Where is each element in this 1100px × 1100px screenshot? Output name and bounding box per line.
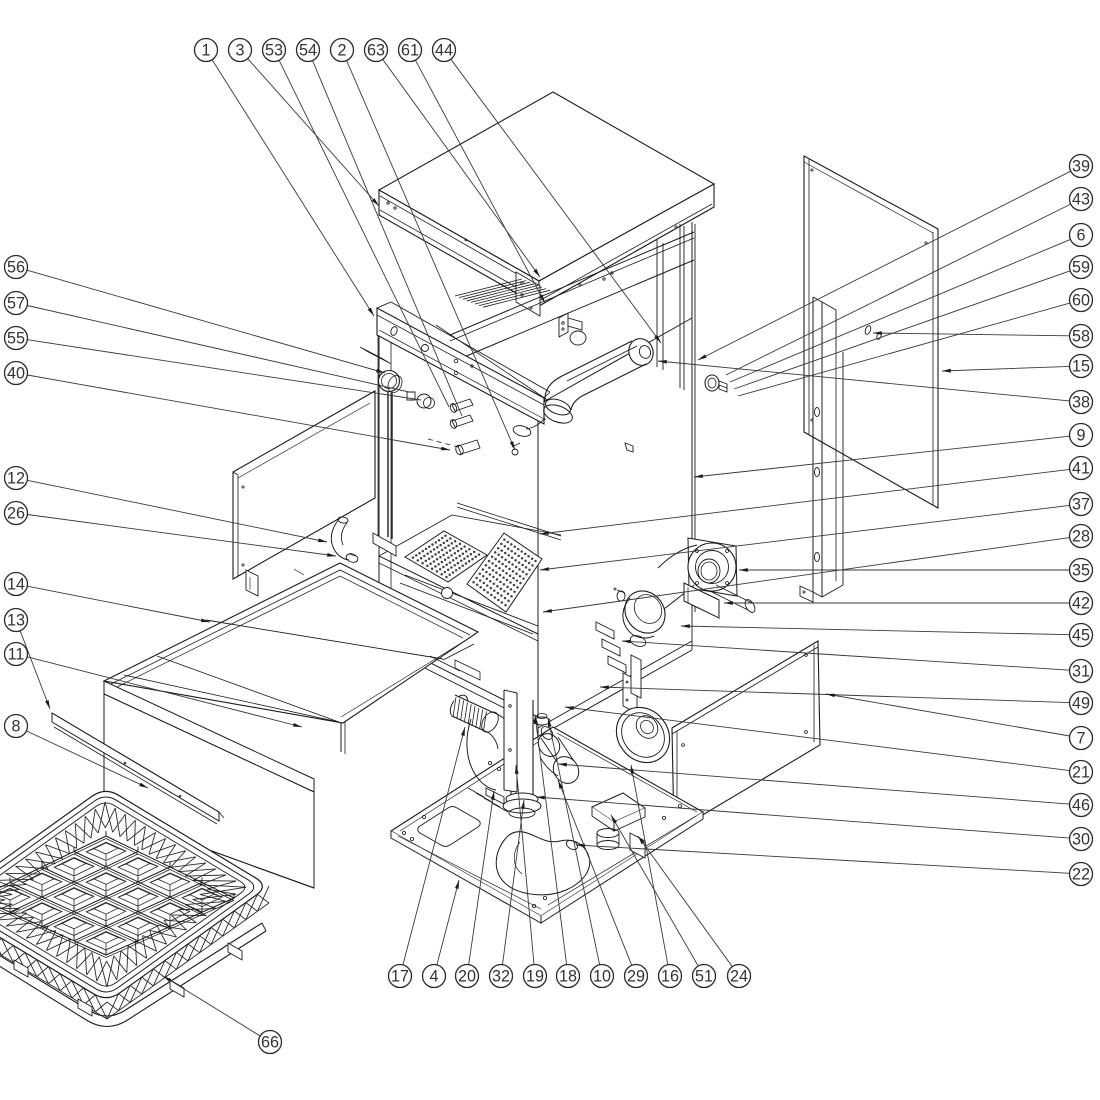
svg-text:3: 3 bbox=[235, 42, 244, 60]
svg-text:56: 56 bbox=[7, 259, 25, 277]
svg-text:46: 46 bbox=[1072, 797, 1090, 815]
svg-text:26: 26 bbox=[7, 505, 25, 523]
svg-text:43: 43 bbox=[1072, 191, 1090, 209]
svg-text:6: 6 bbox=[1076, 227, 1085, 245]
svg-text:9: 9 bbox=[1076, 427, 1085, 445]
svg-text:32: 32 bbox=[492, 968, 510, 986]
svg-text:21: 21 bbox=[1072, 764, 1090, 782]
svg-text:39: 39 bbox=[1072, 158, 1090, 176]
svg-text:59: 59 bbox=[1072, 259, 1090, 277]
svg-text:63: 63 bbox=[367, 42, 385, 60]
svg-text:54: 54 bbox=[299, 42, 317, 60]
svg-text:20: 20 bbox=[458, 968, 476, 986]
svg-text:14: 14 bbox=[7, 576, 25, 594]
svg-text:1: 1 bbox=[201, 42, 210, 60]
svg-text:49: 49 bbox=[1072, 695, 1090, 713]
svg-text:40: 40 bbox=[7, 365, 25, 383]
svg-text:4: 4 bbox=[429, 968, 438, 986]
svg-text:13: 13 bbox=[7, 612, 25, 630]
svg-text:15: 15 bbox=[1072, 358, 1090, 376]
svg-text:22: 22 bbox=[1072, 866, 1090, 884]
svg-text:31: 31 bbox=[1072, 663, 1090, 681]
svg-text:60: 60 bbox=[1072, 292, 1090, 310]
svg-text:12: 12 bbox=[7, 470, 25, 488]
svg-text:17: 17 bbox=[391, 968, 409, 986]
svg-text:29: 29 bbox=[627, 968, 645, 986]
svg-text:11: 11 bbox=[8, 646, 25, 664]
svg-text:38: 38 bbox=[1072, 394, 1090, 412]
svg-text:35: 35 bbox=[1072, 562, 1090, 580]
svg-text:28: 28 bbox=[1072, 528, 1090, 546]
svg-text:57: 57 bbox=[7, 295, 25, 313]
svg-text:58: 58 bbox=[1072, 328, 1090, 346]
svg-text:37: 37 bbox=[1072, 496, 1090, 514]
svg-text:51: 51 bbox=[695, 968, 713, 986]
svg-text:53: 53 bbox=[265, 42, 283, 60]
svg-text:18: 18 bbox=[559, 968, 577, 986]
svg-text:10: 10 bbox=[593, 968, 611, 986]
svg-text:8: 8 bbox=[11, 718, 20, 736]
svg-text:41: 41 bbox=[1072, 460, 1090, 478]
svg-text:7: 7 bbox=[1076, 730, 1085, 748]
svg-text:61: 61 bbox=[401, 42, 419, 60]
svg-text:45: 45 bbox=[1072, 627, 1090, 645]
svg-text:55: 55 bbox=[7, 330, 25, 348]
svg-text:24: 24 bbox=[730, 968, 748, 986]
svg-text:19: 19 bbox=[526, 968, 544, 986]
svg-text:66: 66 bbox=[261, 1034, 279, 1052]
svg-text:30: 30 bbox=[1072, 831, 1090, 849]
svg-text:16: 16 bbox=[661, 968, 679, 986]
svg-text:42: 42 bbox=[1072, 595, 1090, 613]
svg-text:2: 2 bbox=[337, 42, 346, 60]
svg-text:44: 44 bbox=[435, 42, 453, 60]
